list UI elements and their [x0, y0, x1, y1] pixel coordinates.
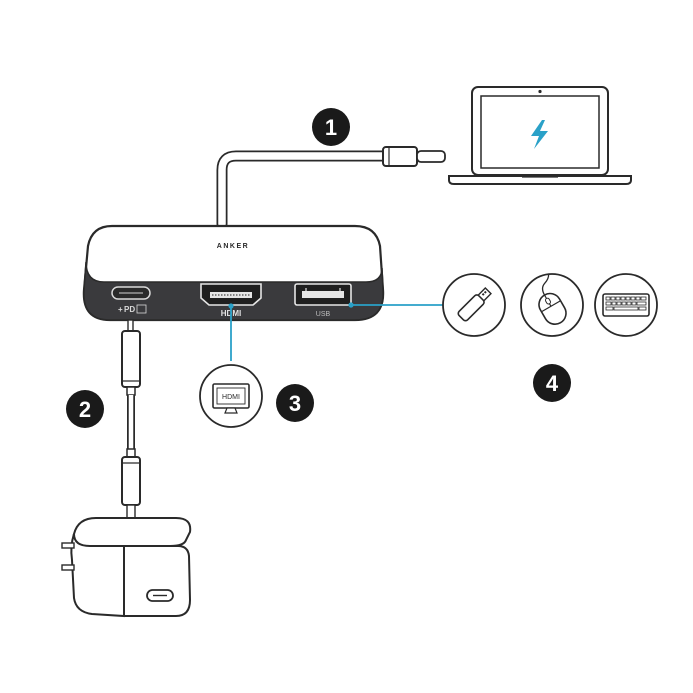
usb-c-pd-port: + PD: [111, 286, 151, 314]
step-number-3: 3: [289, 391, 301, 416]
lightning-bolt-icon: [531, 120, 548, 149]
monitor-icon: HDMI: [199, 364, 263, 428]
power-adapter-icon: [61, 517, 192, 618]
monitor-hdmi-label: HDMI: [222, 394, 240, 401]
step-badge-4: 4: [533, 364, 571, 402]
step-badge-1: 1: [312, 108, 350, 146]
step-badge-2: 2: [66, 390, 104, 428]
pd-port-prefix: +: [118, 305, 123, 314]
brand-logo: ANKER: [217, 243, 249, 250]
hdmi-connector-line: [228, 303, 234, 361]
mouse-icon: [520, 273, 584, 337]
usb-port-label: USB: [316, 311, 331, 318]
usb-connector-line: [348, 302, 443, 308]
step-number-4: 4: [546, 371, 559, 396]
usb-c-cable-to-charger: [121, 319, 141, 519]
usb-drive-icon: [442, 273, 506, 337]
step-number-2: 2: [79, 397, 91, 422]
keyboard-icon: [594, 273, 658, 337]
pd-port-label: PD: [124, 305, 135, 314]
step-badge-3: 3: [276, 384, 314, 422]
usb-c-cable-to-laptop: [216, 146, 446, 230]
usb-a-port: USB: [294, 283, 352, 318]
step-number-1: 1: [325, 115, 337, 140]
